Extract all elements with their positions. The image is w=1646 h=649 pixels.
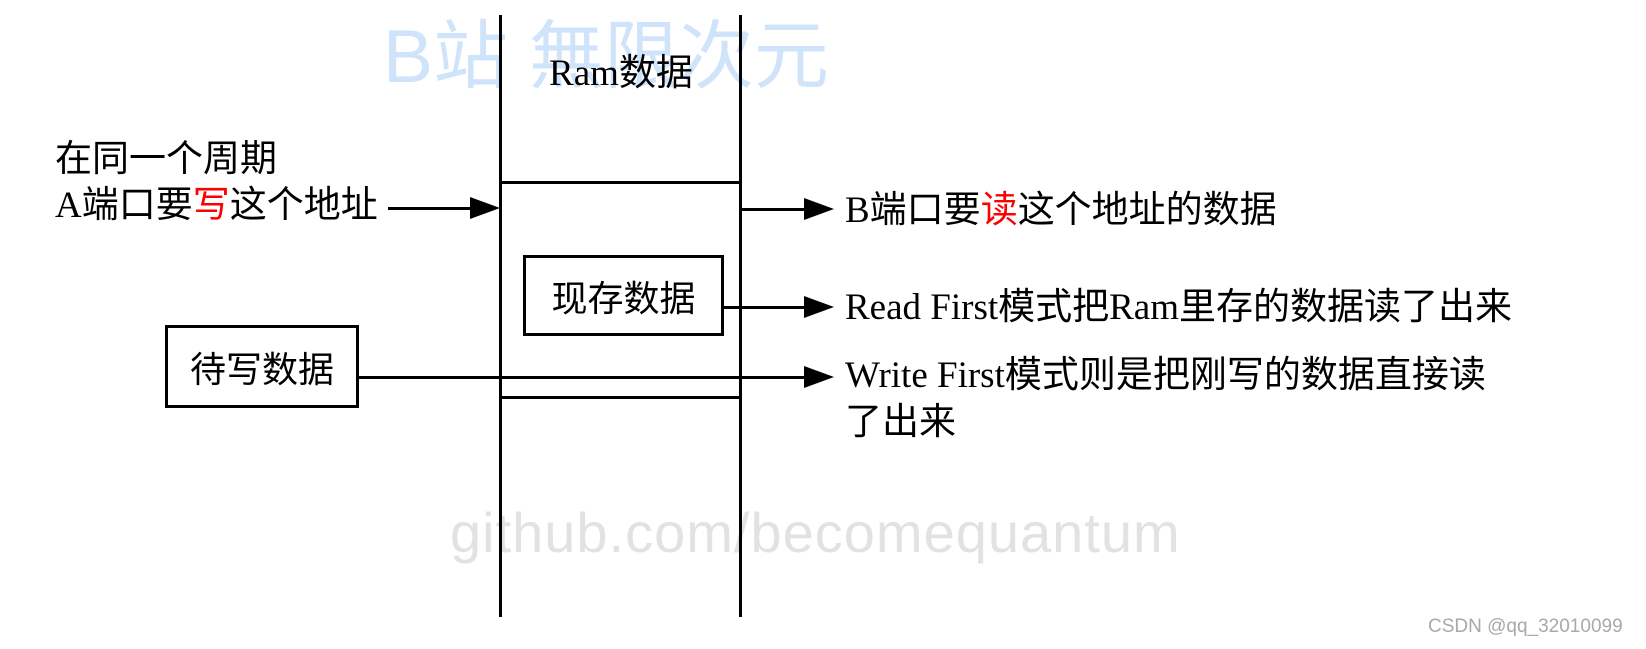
b-port-arrowhead-icon xyxy=(804,198,834,220)
pending-write-data-box: 待写数据 xyxy=(165,325,359,408)
a-port-arrow-line xyxy=(388,207,474,210)
cycle-note-line: 在同一个周期 xyxy=(55,139,277,180)
b-port-arrow-line xyxy=(742,208,806,211)
write-first-arrow-line xyxy=(353,376,806,379)
watermark-bilibili: B站 無限次元 xyxy=(383,14,829,98)
ram-column-left-line xyxy=(499,15,502,617)
watermark-github: github.com/becomequantum xyxy=(450,501,1181,564)
pending-write-data-label: 待写数据 xyxy=(189,349,334,390)
write-first-line1: Write First模式则是把刚写的数据直接读 xyxy=(845,355,1486,396)
b-port-label: B端口要读这个地址的数据 xyxy=(845,190,1277,231)
ram-title: Ram数据 xyxy=(549,53,693,94)
write-first-arrowhead-icon xyxy=(804,366,834,388)
existing-data-label: 现存数据 xyxy=(551,278,696,319)
ram-column-right-line xyxy=(739,15,742,617)
read-char-red: 读 xyxy=(980,190,1018,231)
read-first-label: Read First模式把Ram里存的数据读了出来 xyxy=(845,287,1513,328)
a-port-label: 在同一个周期 A端口要写这个地址 xyxy=(55,137,378,229)
write-first-label: Write First模式则是把刚写的数据直接读 了出来 xyxy=(845,352,1486,446)
ram-cell-top-line xyxy=(500,181,742,184)
read-first-arrowhead-icon xyxy=(804,296,834,318)
ram-cell-bottom-line xyxy=(500,396,742,399)
watermark-csdn: CSDN @qq_32010099 xyxy=(1428,616,1623,637)
existing-data-box: 现存数据 xyxy=(523,255,724,336)
write-first-line2: 了出来 xyxy=(845,402,956,443)
read-first-arrow-line xyxy=(718,306,806,309)
write-char-red: 写 xyxy=(192,185,230,226)
a-port-arrowhead-icon xyxy=(470,197,500,219)
a-port-write-line: A端口要写这个地址 xyxy=(55,185,378,226)
